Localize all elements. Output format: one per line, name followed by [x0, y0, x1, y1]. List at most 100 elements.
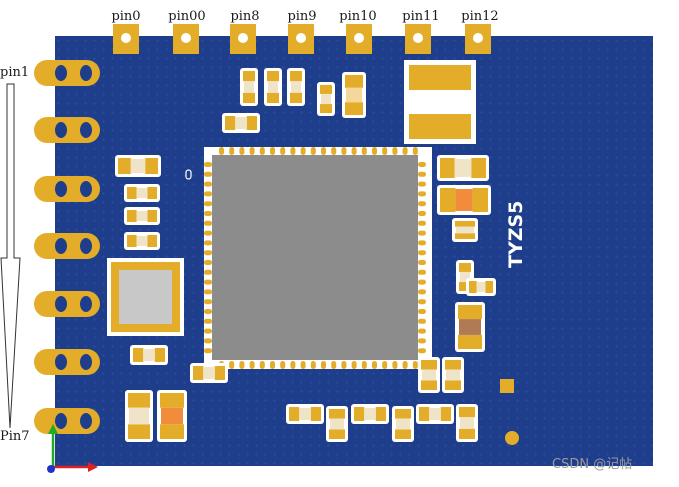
- chip-pad: [204, 211, 212, 216]
- passive-component: [264, 68, 282, 106]
- chip-pad: [392, 361, 398, 369]
- watermark: CSDN @记帖: [552, 457, 632, 472]
- passive-component: [437, 155, 489, 181]
- top-pads: [113, 24, 491, 54]
- passive-component: [125, 390, 153, 442]
- chip-pad: [418, 318, 426, 324]
- top-pad: [173, 24, 199, 54]
- chip-pad: [204, 201, 212, 207]
- chip-pad: [239, 147, 245, 155]
- chip-pad: [270, 361, 275, 369]
- passive-component: [124, 184, 160, 202]
- chip-pad: [418, 191, 426, 197]
- chip-pad: [310, 147, 316, 155]
- passive-component: [342, 72, 366, 118]
- chip-pad: [204, 230, 212, 236]
- chip-pad: [382, 361, 388, 369]
- chip-pad: [331, 361, 337, 369]
- chip-pad: [418, 279, 426, 285]
- top-pad: [113, 24, 139, 54]
- chip-pad: [418, 220, 426, 226]
- chip-pad: [418, 328, 426, 334]
- top-pin-label: pin00: [168, 9, 205, 24]
- passive-component: [240, 68, 258, 106]
- chip-pad: [418, 171, 426, 177]
- chip-pin1-marker: [185, 169, 192, 180]
- chip-pad: [310, 361, 316, 369]
- chip-pad: [229, 361, 235, 369]
- top-pin-label: pin10: [339, 9, 376, 24]
- left-pad: [34, 176, 100, 202]
- chip-pad: [418, 181, 426, 187]
- chip-pad: [204, 328, 212, 334]
- chip-pad: [204, 181, 212, 187]
- chip-pad: [361, 361, 367, 369]
- chip-pad: [280, 147, 286, 155]
- passive-component: [452, 218, 478, 242]
- chip-pad: [351, 147, 357, 155]
- chip-pad: [418, 299, 426, 305]
- chip-pad: [412, 361, 418, 369]
- top-pad: [405, 24, 431, 54]
- main-chip: [204, 147, 432, 369]
- passive-component: [130, 345, 168, 365]
- top-pin-label: pin12: [461, 9, 498, 24]
- chip-pad: [204, 171, 212, 177]
- passive-component: [157, 390, 187, 442]
- chip-pad: [418, 338, 426, 344]
- chip-pad: [290, 361, 296, 369]
- passive-component: [190, 363, 228, 383]
- left-pad: [34, 233, 100, 259]
- chip-pad: [418, 211, 426, 216]
- passive-component: [466, 278, 496, 296]
- large-pad-block: [404, 60, 476, 144]
- chip-pad: [418, 162, 426, 167]
- passive-component: [287, 68, 305, 106]
- left-pin-last-label: Pin7: [0, 429, 30, 444]
- passive-component: [437, 185, 491, 215]
- chip-pad: [372, 361, 377, 369]
- chip-pad: [204, 318, 212, 324]
- test-pad: [500, 379, 514, 393]
- chip-pad: [204, 289, 212, 295]
- chip-pad: [321, 147, 326, 155]
- chip-pad: [204, 240, 212, 246]
- chip-pad: [204, 279, 212, 285]
- passive-component: [416, 404, 454, 424]
- chip-pad: [412, 147, 418, 155]
- chip-pad: [204, 338, 212, 344]
- passive-component: [456, 404, 478, 442]
- left-pad: [34, 408, 100, 434]
- chip-pad: [259, 147, 265, 155]
- left-pad: [34, 291, 100, 317]
- chip-pad: [418, 230, 426, 236]
- top-pin-label: pin0: [111, 9, 140, 24]
- chip-pad: [290, 147, 296, 155]
- chip-pad: [239, 361, 245, 369]
- chip-pad: [249, 147, 255, 155]
- top-pad: [230, 24, 256, 54]
- passive-component: [442, 357, 464, 393]
- chip-pad: [418, 260, 426, 265]
- chip-pad: [204, 220, 212, 226]
- chip-pad: [418, 250, 426, 256]
- chip-pad: [331, 147, 337, 155]
- passive-component: [124, 232, 160, 250]
- passive-component: [392, 406, 414, 442]
- chip-pad: [418, 309, 426, 314]
- chip-pad: [249, 361, 255, 369]
- chip-pad: [204, 191, 212, 197]
- chip-pad: [204, 260, 212, 265]
- left-pad: [34, 349, 100, 375]
- top-pin-label: pin11: [402, 9, 439, 24]
- chip-pad: [402, 147, 408, 155]
- chip-pad: [418, 201, 426, 207]
- crystal: [107, 258, 184, 336]
- chip-pad: [402, 361, 408, 369]
- top-pad: [346, 24, 372, 54]
- chip-pad: [341, 361, 347, 369]
- chip-pad: [219, 147, 224, 155]
- chip-pad: [418, 269, 426, 275]
- left-pad: [34, 60, 100, 86]
